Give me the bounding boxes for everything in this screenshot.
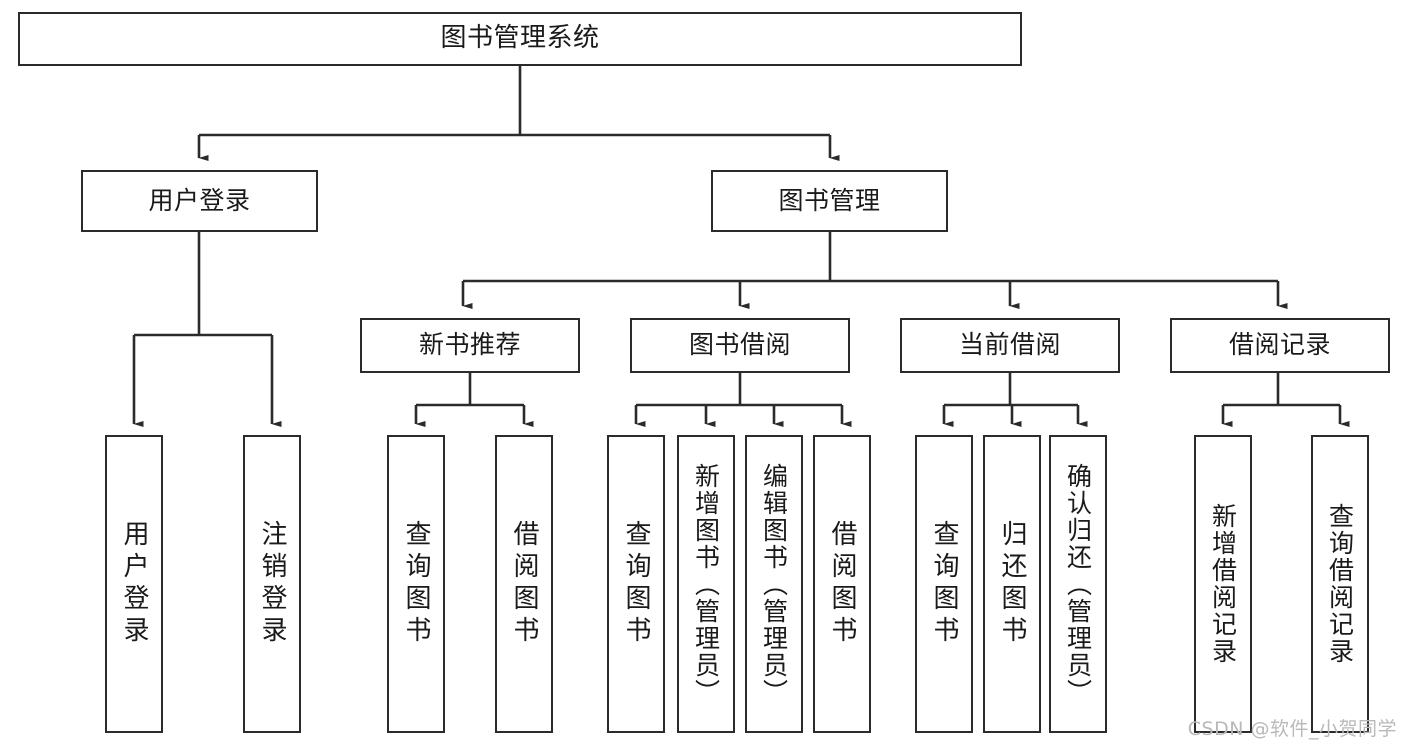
node-label: 用户登录 (119, 520, 149, 648)
leaf-user-login[interactable]: 用户登录 (105, 435, 163, 733)
node-label: 借阅图书 (509, 520, 539, 648)
node-book-borrow[interactable]: 图书借阅 (630, 318, 850, 373)
node-label: 用户登录 (148, 185, 251, 215)
node-label: 图书管理 (778, 185, 881, 215)
leaf-current-query-book[interactable]: 查询图书 (915, 435, 973, 733)
leaf-record-add[interactable]: 新增借阅记录 (1194, 435, 1252, 733)
node-label: 查询图书 (401, 520, 431, 648)
leaf-new-book-borrow[interactable]: 借阅图书 (495, 435, 553, 733)
node-label: 借阅图书 (827, 520, 857, 648)
node-book-management[interactable]: 图书管理 (711, 170, 948, 232)
node-user-login[interactable]: 用户登录 (81, 170, 318, 232)
node-label: 图书管理系统 (440, 23, 600, 54)
node-label: 新书推荐 (418, 330, 521, 360)
leaf-borrow-add-book[interactable]: 新增图书（管理员） (677, 435, 735, 733)
leaf-borrow-borrow-book[interactable]: 借阅图书 (813, 435, 871, 733)
watermark: CSDN @软件_小贺同学 (1187, 718, 1397, 740)
node-label: 注销登录 (257, 520, 287, 648)
leaf-current-confirm-return[interactable]: 确认归还（管理员） (1049, 435, 1107, 733)
leaf-new-book-query[interactable]: 查询图书 (387, 435, 445, 733)
node-label: 查询图书 (621, 520, 651, 648)
node-label: 查询图书 (929, 520, 959, 648)
node-root-system[interactable]: 图书管理系统 (18, 12, 1022, 66)
node-borrow-record[interactable]: 借阅记录 (1170, 318, 1390, 373)
node-current-borrow[interactable]: 当前借阅 (900, 318, 1120, 373)
leaf-current-return-book[interactable]: 归还图书 (983, 435, 1041, 733)
node-label: 确认归还（管理员） (1063, 462, 1093, 706)
node-label: 借阅记录 (1228, 330, 1331, 360)
leaf-user-logout[interactable]: 注销登录 (243, 435, 301, 733)
leaf-record-query[interactable]: 查询借阅记录 (1311, 435, 1369, 733)
node-new-book-recommend[interactable]: 新书推荐 (360, 318, 580, 373)
node-label: 图书借阅 (688, 330, 791, 360)
node-label: 查询借阅记录 (1325, 503, 1355, 665)
node-label: 编辑图书（管理员） (759, 462, 789, 706)
node-label: 新增图书（管理员） (691, 462, 721, 706)
node-label: 归还图书 (997, 520, 1027, 648)
node-label: 当前借阅 (958, 330, 1061, 360)
leaf-borrow-edit-book[interactable]: 编辑图书（管理员） (745, 435, 803, 733)
leaf-borrow-query-book[interactable]: 查询图书 (607, 435, 665, 733)
node-label: 新增借阅记录 (1208, 503, 1238, 665)
